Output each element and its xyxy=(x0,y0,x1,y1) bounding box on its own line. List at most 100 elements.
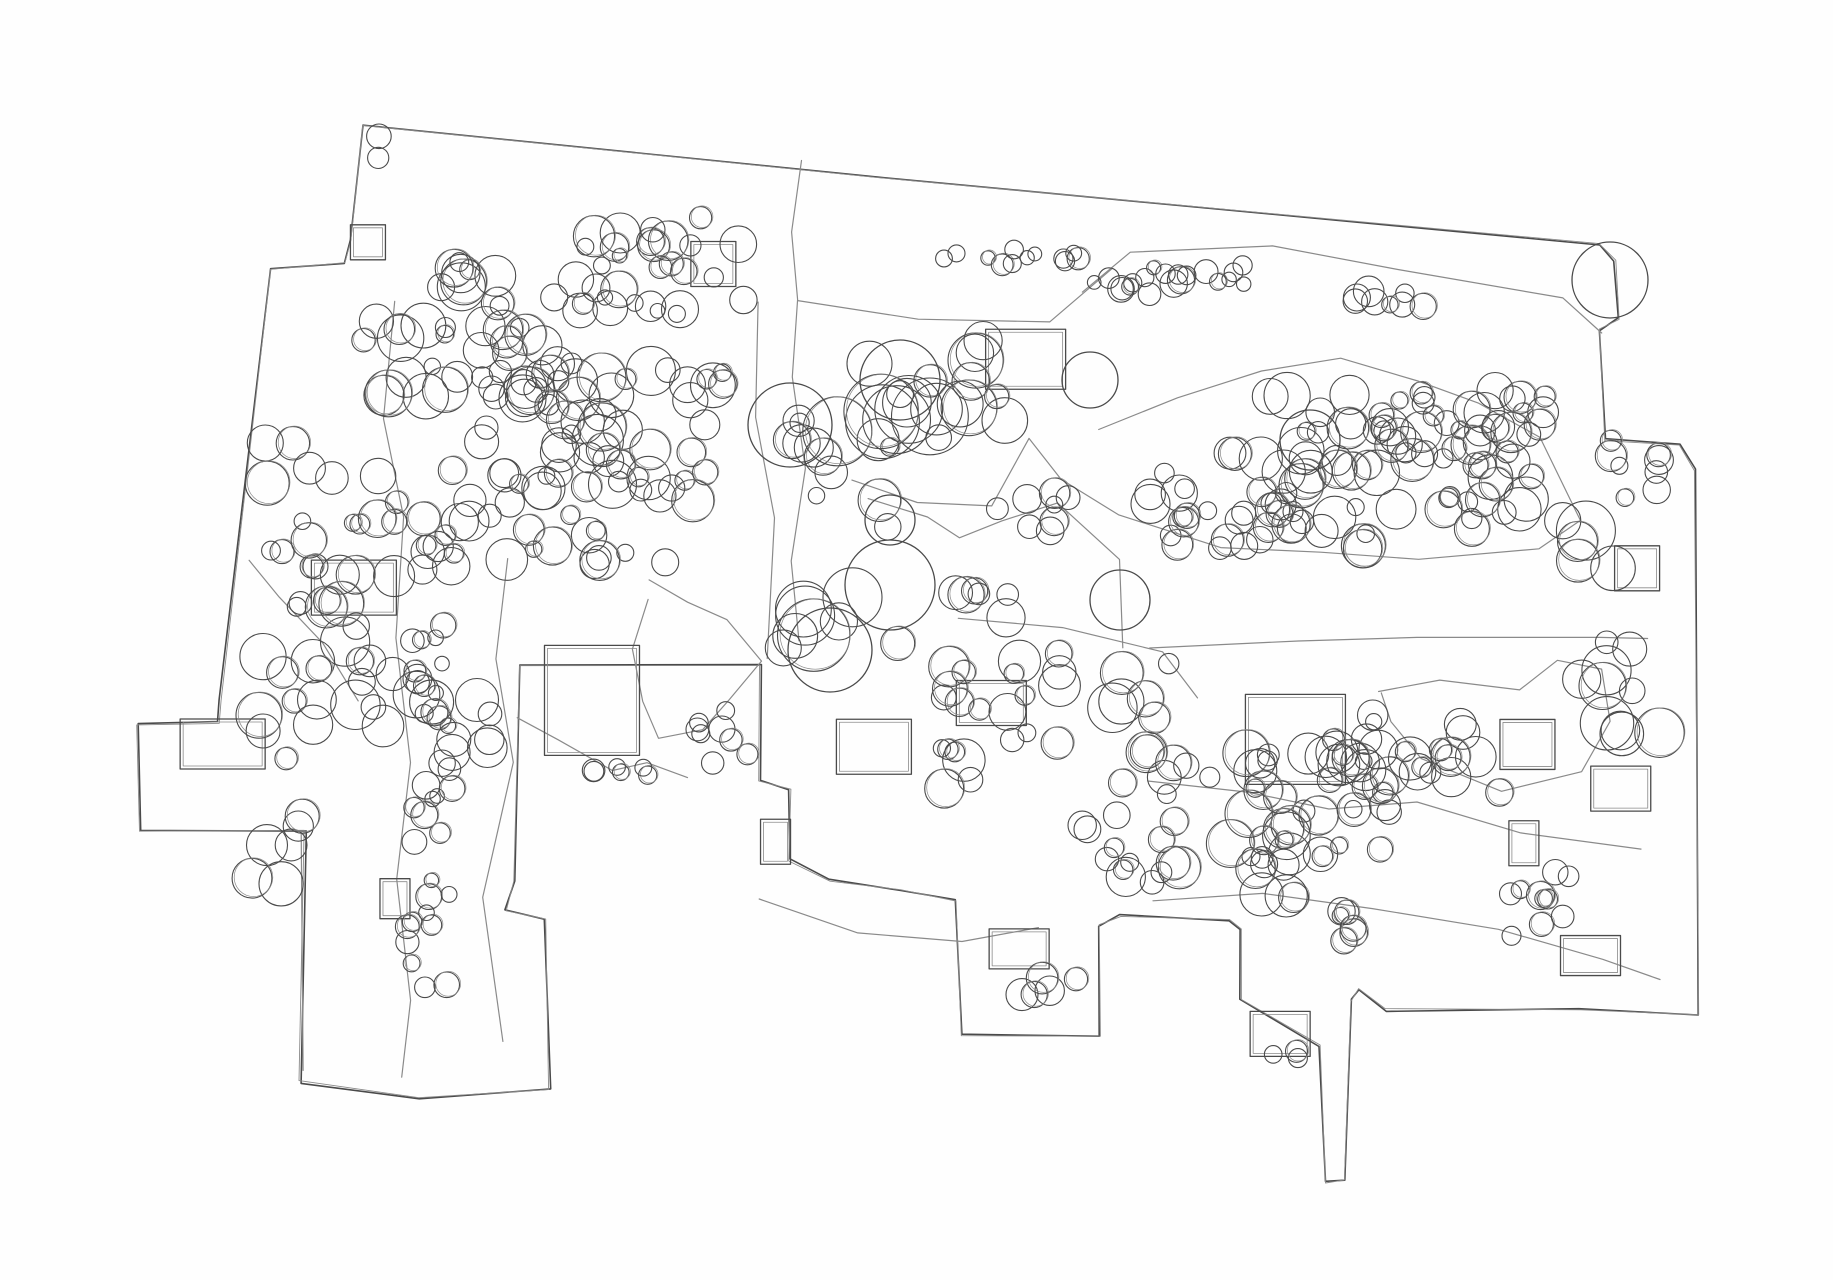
tree-circle-icon xyxy=(1409,381,1433,405)
tree-circle-icon xyxy=(953,361,991,399)
tree-circle-icon xyxy=(454,677,500,723)
tree-circle-icon xyxy=(436,248,475,286)
tree-circle-icon xyxy=(261,540,281,561)
tree-circle-icon xyxy=(330,679,381,731)
tree-circle-icon xyxy=(439,455,468,484)
tree-circle-icon xyxy=(1212,523,1245,556)
tree-circle-icon xyxy=(719,728,743,752)
tree-circle-icon xyxy=(1175,502,1202,528)
tree-circle-icon xyxy=(629,478,653,502)
tree-circle-icon xyxy=(337,554,377,593)
tree-circle-icon xyxy=(1172,506,1193,528)
tree-circle-icon xyxy=(882,436,901,456)
tree-circle-icon xyxy=(417,882,444,909)
tree-circle-icon xyxy=(1263,371,1311,420)
tree-circle-icon xyxy=(1231,500,1257,526)
tree-circle-icon xyxy=(441,716,458,733)
tree-circle-icon xyxy=(1528,911,1554,937)
tree-circle-icon xyxy=(1235,276,1252,292)
tree-circle-icon xyxy=(1288,449,1333,494)
tree-circle-icon xyxy=(1264,874,1308,918)
tree-circle-icon xyxy=(614,368,637,391)
tree-circle-icon xyxy=(1617,487,1636,506)
pavilion-outline xyxy=(955,679,1027,727)
tree-circle-icon xyxy=(943,379,998,435)
tree-circle-icon xyxy=(926,768,966,807)
tree-circle-icon xyxy=(1528,880,1556,909)
tree-circle-icon xyxy=(1390,391,1409,410)
tree-circle-icon xyxy=(968,698,991,721)
tree-circle-icon xyxy=(1395,442,1417,464)
tree-circle-icon xyxy=(477,503,502,528)
tree-circle-icon xyxy=(1173,752,1200,779)
tree-circle-icon xyxy=(560,352,583,375)
tree-circle-icon xyxy=(1464,451,1490,477)
tree-circle-icon xyxy=(1022,980,1049,1007)
tree-circle-icon xyxy=(1370,402,1396,427)
tree-circle-icon xyxy=(1392,437,1435,481)
pavilion-outline xyxy=(1559,934,1622,977)
tree-circle-icon xyxy=(1044,639,1073,668)
tree-circle-icon xyxy=(599,212,641,254)
tree-circle-icon xyxy=(1439,485,1461,508)
tree-circle-icon xyxy=(1129,734,1165,769)
tree-circle-icon xyxy=(1233,749,1278,794)
tree-circle-icon xyxy=(296,679,337,720)
tree-circle-icon xyxy=(1176,265,1197,286)
tree-circle-icon xyxy=(1440,487,1460,507)
tree-circle-icon xyxy=(1112,859,1134,881)
tree-circle-icon xyxy=(1261,449,1306,494)
tree-circle-icon xyxy=(1276,829,1295,848)
tree-circle-icon xyxy=(708,369,738,399)
tree-circle-icon xyxy=(277,425,311,459)
tree-circle-icon xyxy=(1208,536,1232,560)
tree-circle-icon xyxy=(579,548,610,580)
tree-circle-icon xyxy=(283,688,308,713)
tree-circle-icon xyxy=(1342,283,1371,312)
tree-circle-icon xyxy=(1146,759,1182,795)
tree-circle-icon xyxy=(1208,272,1227,291)
tree-circle-icon xyxy=(1596,439,1628,471)
pavilion-outline xyxy=(1617,548,1657,589)
tree-circle-icon xyxy=(1300,795,1340,834)
tree-circle-icon xyxy=(436,262,486,312)
tree-circle-icon xyxy=(1250,850,1279,879)
tree-circle-icon xyxy=(436,721,472,757)
large-tree-circle-icon xyxy=(1089,569,1151,631)
tree-circle-icon xyxy=(258,861,304,907)
tree-circle-icon xyxy=(293,451,326,485)
tree-circle-icon xyxy=(570,471,603,503)
tree-circle-icon xyxy=(1245,778,1265,798)
tree-circle-icon xyxy=(381,508,408,535)
tree-circle-icon xyxy=(1558,538,1601,581)
tree-circle-icon xyxy=(1005,978,1039,1012)
tree-circle-icon xyxy=(534,389,569,425)
tree-circle-icon xyxy=(433,971,461,999)
tree-circle-icon xyxy=(373,555,416,598)
tree-circle-icon xyxy=(882,625,917,660)
tree-circle-icon xyxy=(449,252,470,273)
tree-circle-icon xyxy=(949,575,986,612)
tree-circle-icon xyxy=(1520,463,1545,488)
path-line xyxy=(631,579,763,739)
tree-circle-icon xyxy=(1267,848,1300,881)
tree-circle-icon xyxy=(424,366,469,411)
tree-circle-icon xyxy=(1374,781,1395,802)
tree-circle-icon xyxy=(233,857,274,897)
pavilion-outline xyxy=(1511,823,1537,864)
tree-circle-icon xyxy=(286,596,307,617)
tree-circle-icon xyxy=(963,320,1003,361)
tree-circle-icon xyxy=(498,374,547,423)
trees xyxy=(231,123,1686,1069)
garden-paths xyxy=(248,159,1661,1078)
tree-circle-icon xyxy=(1330,836,1349,855)
tree-circle-icon xyxy=(434,655,450,672)
tree-circle-icon xyxy=(462,331,500,369)
tree-circle-icon xyxy=(437,324,456,343)
tree-circle-icon xyxy=(1428,738,1453,762)
pavilion-outline xyxy=(1613,545,1661,592)
tree-circle-icon xyxy=(425,872,441,887)
tree-circle-icon xyxy=(1612,631,1648,667)
tree-circle-icon xyxy=(1497,487,1542,532)
tree-circle-icon xyxy=(698,368,718,388)
